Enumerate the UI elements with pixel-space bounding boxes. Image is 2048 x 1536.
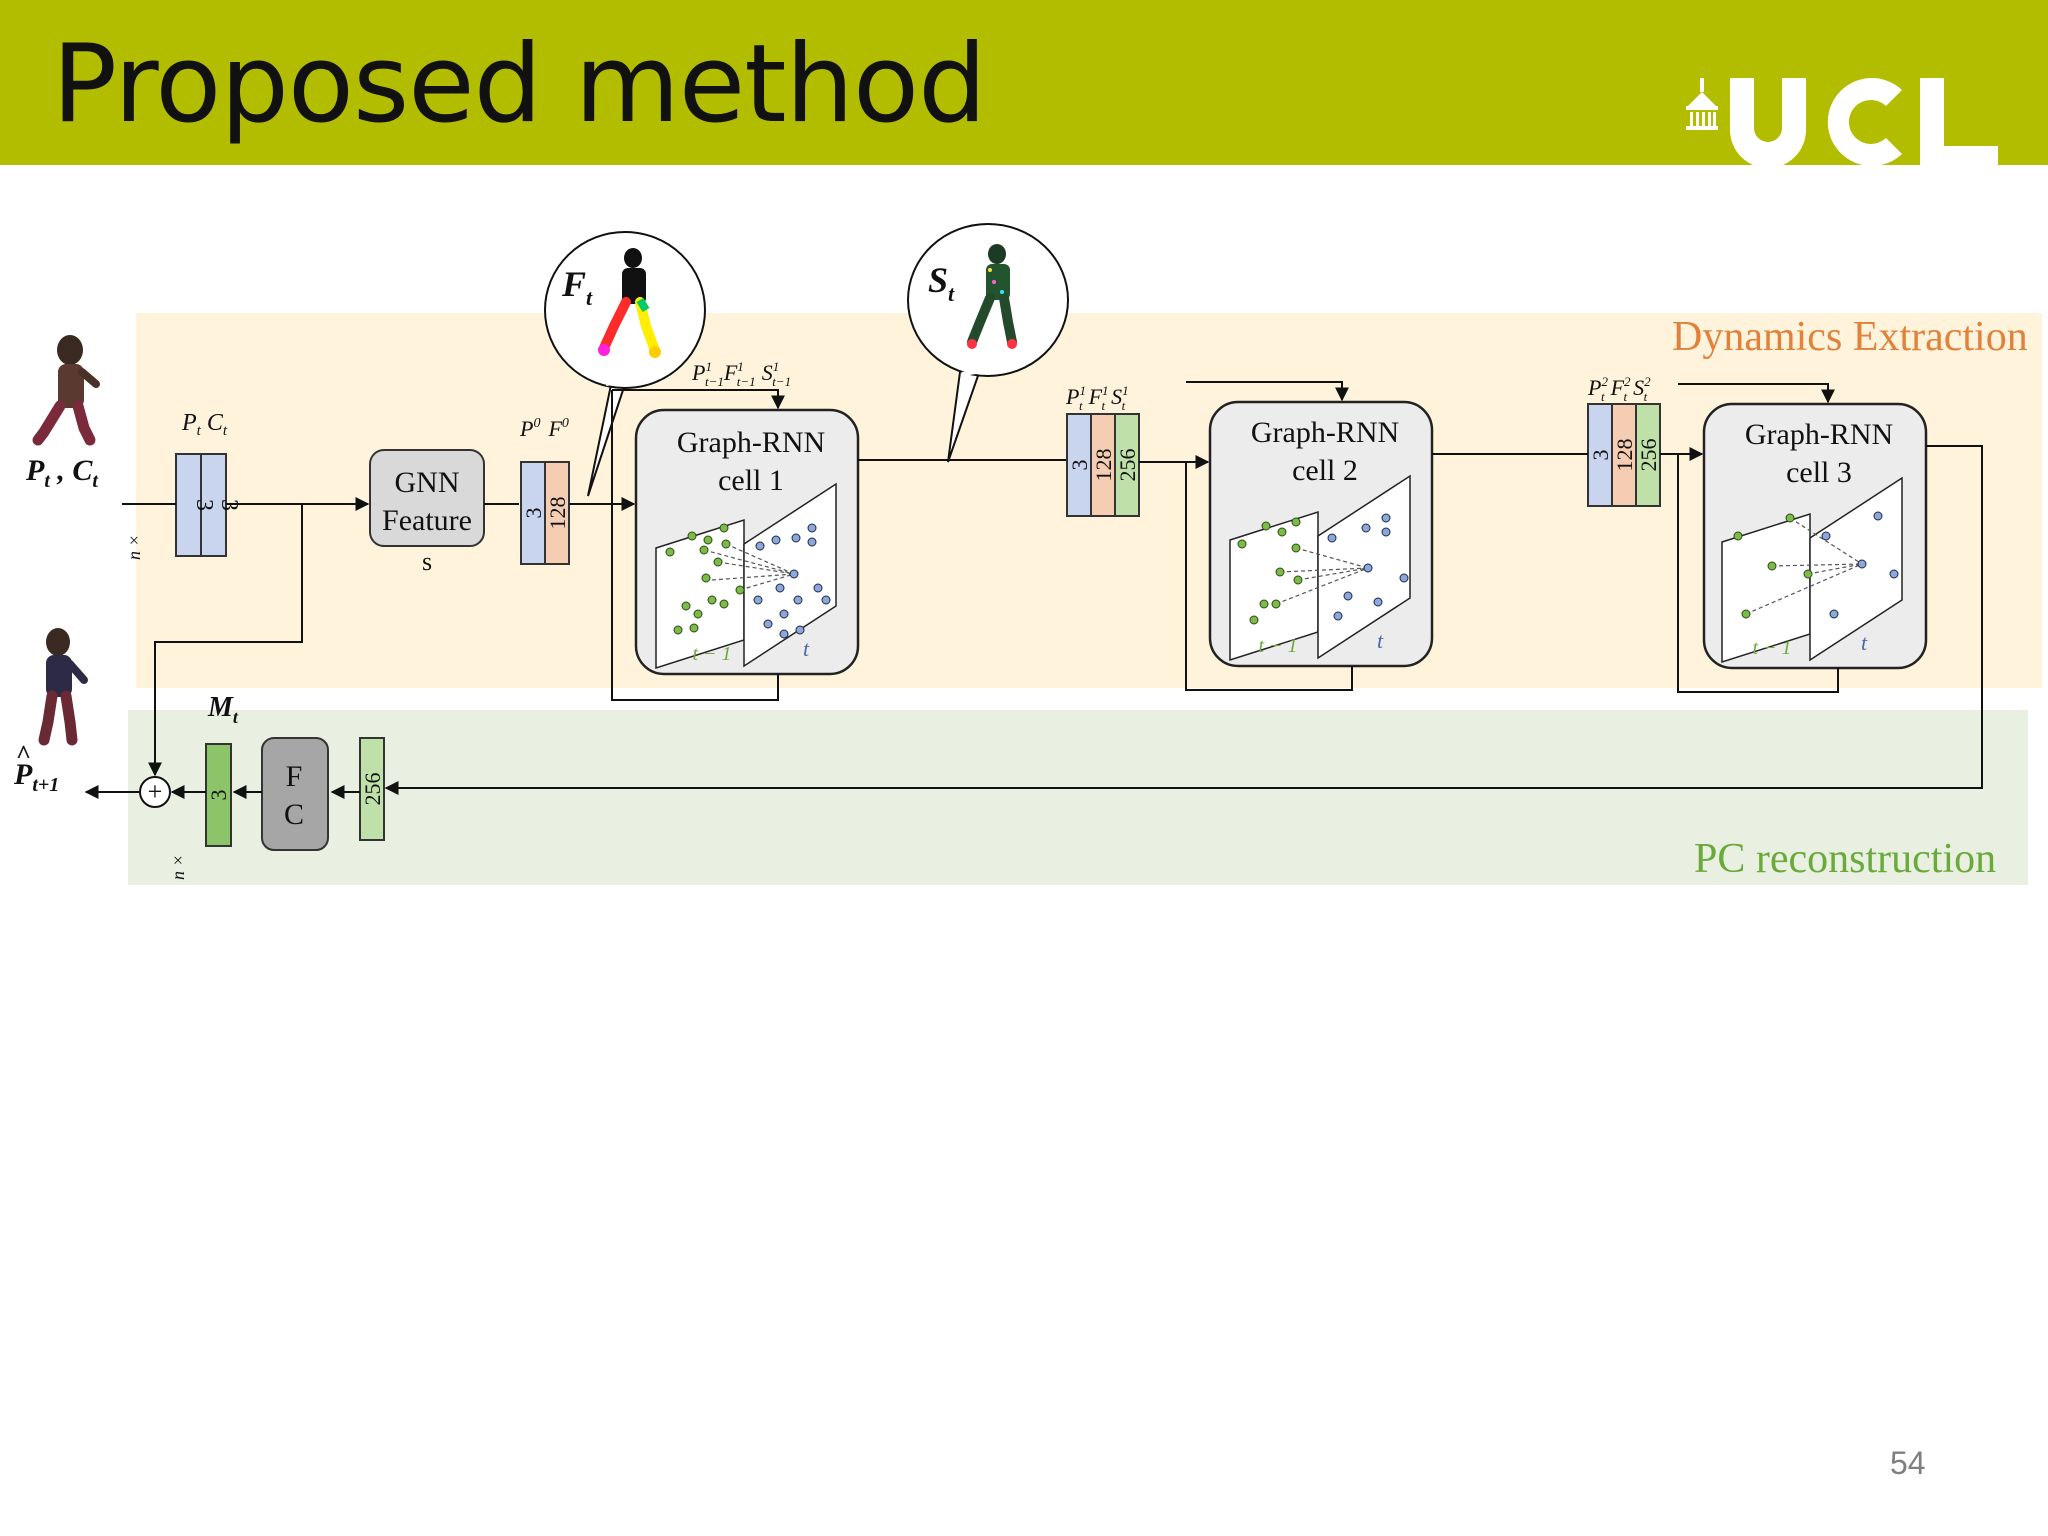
bubble-flow — [544, 231, 706, 497]
bubble-state-label: St — [928, 260, 955, 306]
motion-label: Mt — [207, 692, 239, 727]
pc-reconstruction-label: PC reconstruction — [1694, 836, 1996, 882]
gnn-line3: s — [422, 547, 432, 576]
cell2-subtitle: cell 2 — [1292, 454, 1358, 487]
gnn-features-box — [369, 449, 485, 547]
add-operator-sign: + — [148, 777, 163, 806]
stack1-dim-f: 128 — [1091, 449, 1116, 482]
cell1-title: Graph-RNN — [677, 426, 825, 459]
fc-line1: F — [286, 760, 303, 793]
cell2-t-prev: t − 1 — [1258, 635, 1297, 657]
motion-tensor — [205, 743, 232, 847]
cell3-t-cur: t — [1861, 630, 1868, 655]
stack1-s — [1114, 413, 1140, 517]
recon-n-label: n × — [168, 854, 188, 880]
cell1-t-prev: t − 1 — [692, 643, 731, 665]
fc-line2: C — [284, 798, 304, 831]
gnn-line2: Feature — [382, 504, 472, 537]
cell2-title: Graph-RNN — [1251, 416, 1399, 449]
cell3-title: Graph-RNN — [1745, 418, 1893, 451]
stack0-f — [544, 461, 570, 565]
input-dim-p: 3 — [191, 499, 217, 511]
slide-title: Proposed method — [52, 22, 987, 147]
output-hat: ^ — [16, 740, 31, 769]
bubble-state — [907, 223, 1069, 463]
bubble-flow-label: Ft — [561, 264, 593, 310]
stack2-dim-s: 256 — [1636, 439, 1661, 472]
fc-input-tensor — [359, 737, 385, 841]
stack1-dim-s: 256 — [1115, 449, 1140, 482]
page-number: 54 — [1890, 1445, 1926, 1481]
cell3-subtitle: cell 3 — [1786, 456, 1852, 489]
output-person-figure — [38, 628, 88, 746]
input-tensor-p — [175, 453, 202, 557]
graph-rnn-cell-2: Graph-RNN cell 2 t − 1 t — [1208, 400, 1434, 668]
input-person-figure — [32, 335, 100, 446]
stack0-dim-f: 128 — [545, 497, 570, 530]
stack2-dim-p: 3 — [1588, 450, 1613, 461]
cell2-t-cur: t — [1377, 628, 1384, 653]
pc-reconstruction-region — [128, 710, 2028, 885]
stack2-dim-f: 128 — [1612, 439, 1637, 472]
stack1-p — [1066, 413, 1092, 517]
fc-input-dim: 256 — [360, 773, 385, 806]
connections — [84, 381, 1983, 799]
graph-rnn-cell-1: Graph-RNN cell 1 t − 1 t — [634, 408, 860, 676]
stack1-dim-p: 3 — [1067, 460, 1092, 471]
input-label: Pt , Ct — [25, 454, 99, 492]
fc-box — [261, 737, 329, 851]
ucl-wordmark — [1730, 78, 1998, 168]
input-n-label: n × — [124, 534, 144, 560]
cell1-subtitle: cell 1 — [718, 464, 784, 497]
stack2-s — [1635, 403, 1661, 507]
gnn-line1: GNN — [395, 466, 460, 499]
cell1-t-cur: t — [803, 636, 810, 661]
output-label: Pt+1 — [13, 758, 59, 796]
dynamics-extraction-label: Dynamics Extraction — [1672, 314, 2028, 360]
graph-rnn-cell-3: Graph-RNN cell 3 t − 1 t — [1702, 402, 1928, 670]
input-tensor-c — [200, 453, 227, 557]
title-banner — [0, 0, 2048, 165]
cell3-t-prev: t − 1 — [1752, 637, 1791, 659]
stack0-dim-p: 3 — [521, 508, 546, 519]
ucl-logo — [1686, 78, 1998, 168]
motion-dim: 3 — [206, 790, 231, 801]
portico-icon — [1686, 78, 1718, 130]
